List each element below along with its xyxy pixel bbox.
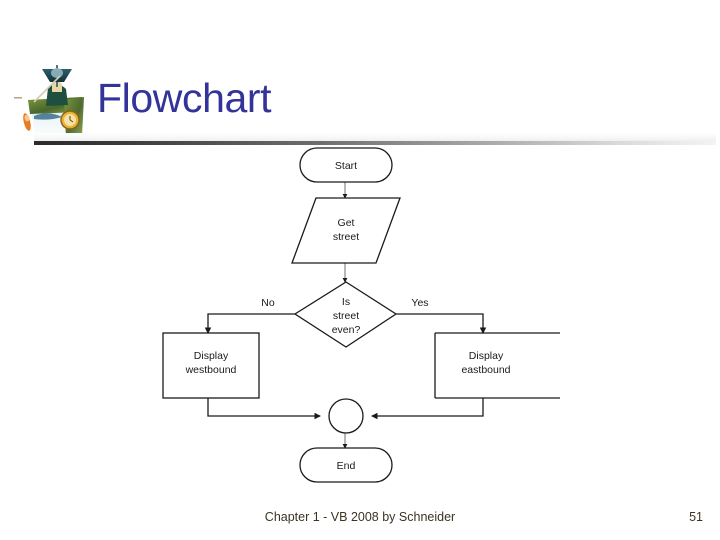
flowchart-node-display-westbound-line1: Display bbox=[194, 350, 229, 362]
flowchart-node-connector bbox=[328, 398, 364, 434]
presentation-logo-image bbox=[14, 60, 100, 142]
flowchart-node-display-eastbound-line1: Display bbox=[469, 350, 504, 362]
flowchart-node-end: End bbox=[299, 447, 393, 483]
edge-decision-to-westbound bbox=[204, 313, 295, 334]
title-divider-glow bbox=[34, 133, 716, 141]
flowchart-node-start: Start bbox=[299, 147, 393, 183]
edge-westbound-to-connector bbox=[207, 398, 321, 420]
flowchart-node-decision-line1: Is bbox=[342, 296, 350, 308]
flowchart-node-display-westbound-line2: westbound bbox=[185, 364, 237, 376]
flowchart-node-decision: Is street even? bbox=[293, 281, 398, 348]
page-title: Flowchart bbox=[97, 75, 272, 121]
flowchart-node-decision-line3: even? bbox=[332, 324, 361, 336]
flowchart-node-get-street-line2: street bbox=[333, 231, 359, 243]
flowchart-diagram: Start Get street Is street even? No Yes bbox=[160, 140, 560, 490]
slide-footer: Chapter 1 - VB 2008 by Schneider 51 bbox=[0, 502, 720, 540]
title-divider bbox=[34, 141, 716, 145]
flowchart-node-get-street-line1: Get bbox=[338, 217, 355, 229]
flowchart-branch-label-yes: Yes bbox=[411, 297, 428, 309]
flowchart-branch-label-no: No bbox=[261, 297, 275, 309]
flowchart-node-decision-line2: street bbox=[333, 310, 359, 322]
flowchart-node-start-label: Start bbox=[335, 160, 357, 172]
flowchart-node-display-eastbound: Display eastbound bbox=[434, 332, 560, 399]
flowchart-node-display-eastbound-line2: eastbound bbox=[461, 364, 510, 376]
flowchart-node-display-westbound: Display westbound bbox=[162, 332, 260, 399]
edge-eastbound-to-connector bbox=[371, 398, 484, 420]
flowchart-node-end-label: End bbox=[337, 460, 356, 472]
slide-page-number: 51 bbox=[689, 510, 703, 524]
slide-title-block: Flowchart bbox=[0, 55, 720, 145]
edge-decision-to-eastbound bbox=[396, 313, 487, 334]
footer-attribution: Chapter 1 - VB 2008 by Schneider bbox=[264, 510, 456, 524]
flowchart-node-get-street: Get street bbox=[291, 197, 401, 264]
